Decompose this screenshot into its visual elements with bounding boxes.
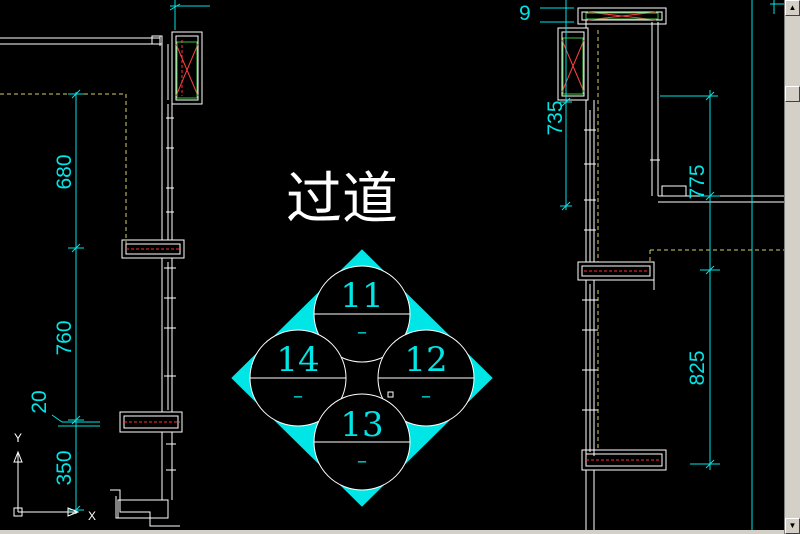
vertical-scrollbar[interactable]: ▲ ▼ [784, 0, 800, 534]
index-bottom-number: 13 [340, 405, 383, 445]
index-right-number: 12 [404, 340, 447, 380]
dim-9: 9 [519, 2, 531, 25]
dim-20: 20 [28, 390, 51, 413]
left-dimension-chain [51, 0, 210, 515]
dim-680: 680 [53, 154, 76, 189]
dim-350: 350 [53, 450, 76, 485]
drawing-canvas[interactable]: 680 760 20 350 Y X [0, 0, 784, 530]
dim-735: 735 [544, 100, 567, 135]
index-left-sub: – [293, 383, 303, 407]
right-guide-lines [597, 30, 784, 450]
index-bottom-sub: – [357, 448, 367, 472]
cad-drawing[interactable]: 680 760 20 350 Y X [0, 0, 784, 530]
index-right-sub: – [421, 383, 431, 407]
elevation-index-symbol [231, 249, 493, 507]
index-top-number: 11 [340, 276, 383, 316]
room-label: 过道 [286, 167, 398, 232]
scroll-thumb[interactable] [785, 86, 800, 102]
dim-760: 760 [53, 320, 76, 355]
left-wall-structure [0, 31, 203, 527]
ucs-y-label: Y [14, 431, 22, 445]
right-dimension-lines [540, 0, 784, 530]
index-left-number: 14 [276, 340, 319, 380]
ucs-icon [13, 450, 80, 517]
left-hidden-lines [124, 40, 183, 423]
ucs-x-label: X [88, 509, 96, 523]
horizontal-scrollbar-edge [0, 530, 784, 534]
left-dimension-text: 680 760 20 350 [28, 154, 76, 485]
right-hidden-lines [565, 18, 660, 461]
right-window-frame [562, 12, 659, 95]
index-top-sub: – [357, 319, 367, 343]
left-guide-lines [0, 93, 127, 244]
dim-825: 825 [686, 350, 709, 385]
right-dimension-text: 9 735 775 825 [519, 2, 709, 386]
left-window-frame [176, 41, 198, 99]
scroll-up-button[interactable]: ▲ [785, 0, 800, 16]
elevation-index-text: 11 – 14 – 12 – 13 – [276, 276, 447, 472]
right-wall-structure [557, 7, 784, 530]
scroll-down-button[interactable]: ▼ [785, 518, 800, 534]
left-window-cross [175, 43, 199, 97]
dim-775: 775 [686, 164, 709, 199]
